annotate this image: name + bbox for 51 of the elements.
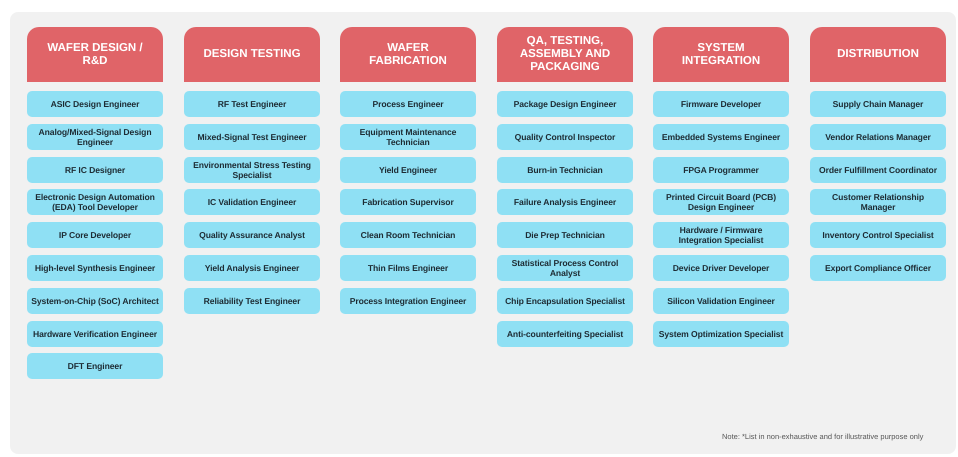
- role-box: ASIC Design Engineer: [27, 91, 163, 117]
- role-box: System Optimization Specialist: [653, 320, 789, 347]
- role-box: Vendor Relations Manager: [810, 124, 946, 150]
- role-box: Environmental Stress Testing Specialist: [184, 156, 320, 183]
- role-box: Hardware Verification Engineer: [27, 320, 163, 347]
- role-box: Failure Analysis Engineer: [497, 189, 633, 216]
- role-box: Thin Films Engineer: [340, 255, 476, 281]
- role-box: Process Integration Engineer: [340, 288, 476, 314]
- role-box: Yield Analysis Engineer: [184, 255, 320, 281]
- stage-header: WAFER FABRICATION: [340, 27, 476, 82]
- role-box: System-on-Chip (SoC) Architect: [27, 288, 163, 314]
- role-box: Mixed-Signal Test Engineer: [184, 124, 320, 150]
- role-box: Quality Assurance Analyst: [184, 222, 320, 248]
- role-box: DFT Engineer: [27, 353, 163, 380]
- role-box: Chip Encapsulation Specialist: [497, 288, 633, 314]
- role-box: Yield Engineer: [340, 156, 476, 183]
- role-box: Statistical Process Control Analyst: [497, 255, 633, 281]
- role-box: Export Compliance Officer: [810, 255, 946, 281]
- role-box: Package Design Engineer: [497, 91, 633, 117]
- stage-header: DISTRIBUTION: [810, 27, 946, 82]
- role-box: Anti-counterfeiting Specialist: [497, 320, 633, 347]
- role-box: Inventory Control Specialist: [810, 222, 946, 248]
- role-box: Analog/Mixed-Signal Design Engineer: [27, 124, 163, 150]
- role-box: Customer Relationship Manager: [810, 189, 946, 216]
- role-box: Order Fulfillment Coordinator: [810, 156, 946, 183]
- role-box: Process Engineer: [340, 91, 476, 117]
- role-box: Silicon Validation Engineer: [653, 288, 789, 314]
- role-box: Burn-in Technician: [497, 156, 633, 183]
- role-box: Device Driver Developer: [653, 255, 789, 281]
- role-box: Embedded Systems Engineer: [653, 124, 789, 150]
- role-box: Die Prep Technician: [497, 222, 633, 248]
- role-box: Electronic Design Automation (EDA) Tool Developer: [27, 189, 163, 216]
- stage-header: SYSTEM INTEGRATION: [653, 27, 789, 82]
- role-box: FPGA Programmer: [653, 156, 789, 183]
- role-box: Firmware Developer: [653, 91, 789, 117]
- role-box: Supply Chain Manager: [810, 91, 946, 117]
- role-box: IP Core Developer: [27, 222, 163, 248]
- stage-header: WAFER DESIGN / R&D: [27, 27, 163, 82]
- role-box: Equipment Maintenance Technician: [340, 124, 476, 150]
- role-box: High-level Synthesis Engineer: [27, 255, 163, 281]
- role-box: IC Validation Engineer: [184, 189, 320, 216]
- role-box: Printed Circuit Board (PCB) Design Engineer: [653, 189, 789, 216]
- stage-header: DESIGN TESTING: [184, 27, 320, 82]
- role-box: Reliability Test Engineer: [184, 288, 320, 314]
- role-box: Hardware / Firmware Integration Specialist: [653, 222, 789, 248]
- role-box: Quality Control Inspector: [497, 124, 633, 150]
- role-box: Fabrication Supervisor: [340, 189, 476, 216]
- role-box: RF IC Designer: [27, 156, 163, 183]
- role-box: Clean Room Technician: [340, 222, 476, 248]
- role-box: RF Test Engineer: [184, 91, 320, 117]
- stage-header: QA, TESTING, ASSEMBLY AND PACKAGING: [497, 27, 633, 82]
